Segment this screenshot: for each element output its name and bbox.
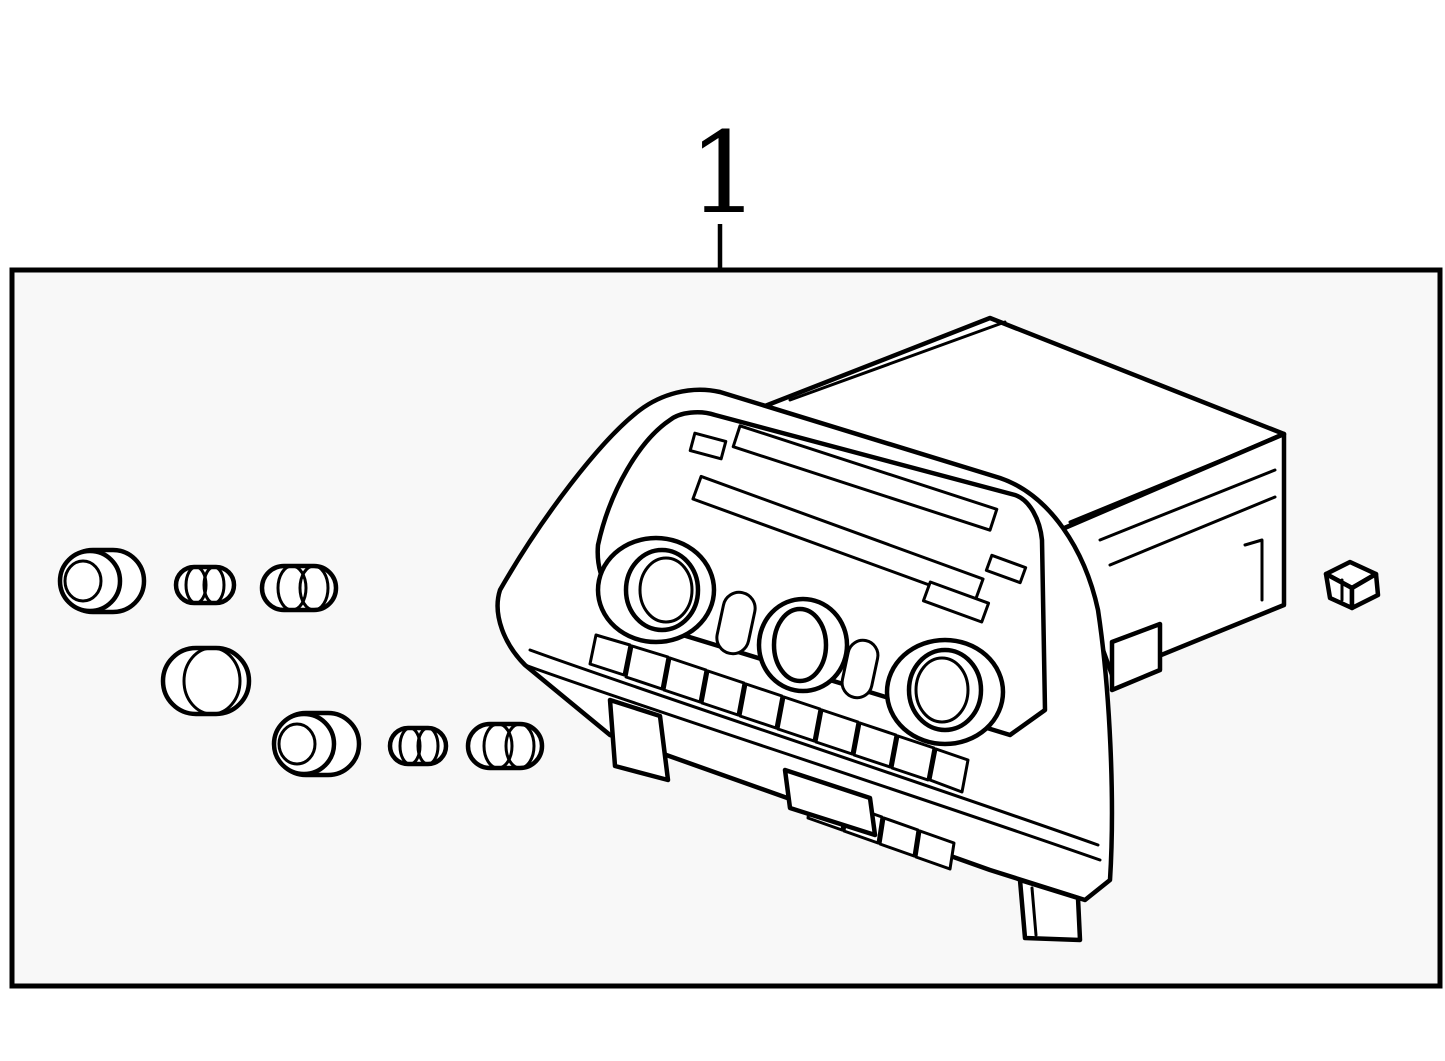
connector-clip <box>1323 559 1381 611</box>
display-slot-lower <box>691 474 985 604</box>
mount-tab-center <box>782 767 878 838</box>
indicator-right-low <box>921 580 991 624</box>
knob-small-3 <box>387 725 449 767</box>
display-slot-upper <box>731 424 999 532</box>
knob-cylinder-middle <box>160 645 252 717</box>
knob-small-2 <box>259 563 339 613</box>
knob-small-1 <box>173 564 237 606</box>
center-knob <box>771 606 829 684</box>
button-row <box>588 633 970 794</box>
display-slot-small-top <box>688 431 728 461</box>
climate-control-unit <box>495 315 1287 943</box>
knob-large-top <box>57 547 147 615</box>
rear-housing-step <box>1109 621 1163 693</box>
slider-right <box>840 638 880 700</box>
right-knob <box>906 647 984 733</box>
mount-tab-left <box>607 697 671 783</box>
knob-large-bottom <box>271 710 362 778</box>
knob-small-4 <box>465 721 545 771</box>
slider-left <box>715 590 757 656</box>
callout-number: 1 <box>688 109 759 239</box>
left-knob <box>623 547 701 633</box>
indicator-right-top <box>984 553 1028 585</box>
